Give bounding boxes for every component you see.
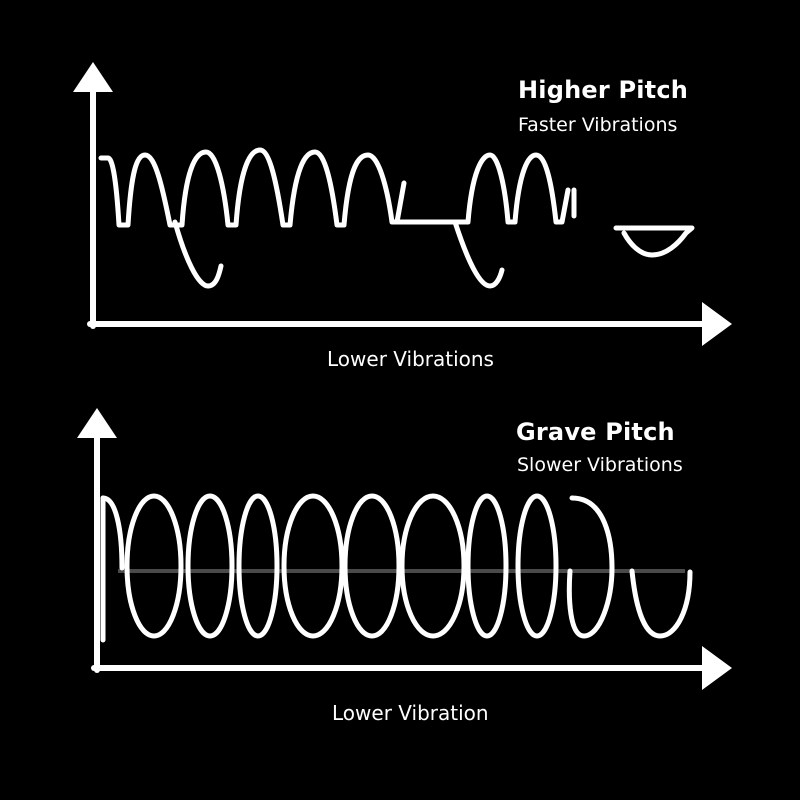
bottom-wave-loop-4 xyxy=(281,493,345,639)
top-y-axis-arrowhead xyxy=(73,62,113,92)
bottom-x-axis-caption: Lower Vibration xyxy=(332,701,489,725)
bottom-wave-loop-5 xyxy=(342,493,402,639)
bottom-wave-loop-2 xyxy=(185,493,235,639)
bottom-wave-loop-1 xyxy=(124,493,184,639)
bottom-waveform-edge-left xyxy=(100,495,125,571)
bottom-panel-subtitle: Slower Vibrations xyxy=(517,454,683,476)
bottom-waveform-end-tail xyxy=(629,568,693,639)
top-panel-title: Higher Pitch xyxy=(518,76,689,104)
bottom-y-axis-arrowhead xyxy=(77,408,117,438)
top-x-axis-arrowhead xyxy=(702,302,732,346)
bottom-panel xyxy=(77,408,732,690)
bottom-wave-loop-6 xyxy=(399,493,467,639)
top-x-axis-caption: Lower Vibrations xyxy=(327,347,494,371)
top-waveform-high-frequency xyxy=(98,147,571,228)
bottom-wave-loop-8 xyxy=(515,493,559,639)
bottom-waveform-low-frequency xyxy=(100,493,693,643)
top-waveform-fading-cycle xyxy=(613,225,695,258)
top-waveform-underswing-left xyxy=(172,219,224,289)
top-panel-subtitle: Faster Vibrations xyxy=(518,114,678,136)
bottom-wave-loop-3 xyxy=(236,493,280,639)
top-waveform-underswing-middle xyxy=(394,180,407,225)
bottom-panel-title: Grave Pitch xyxy=(516,418,675,446)
bottom-wave-loop-7 xyxy=(465,493,509,639)
top-panel xyxy=(73,62,732,346)
bottom-waveform-end-arc xyxy=(566,495,615,639)
bottom-x-axis-arrowhead xyxy=(702,646,732,690)
top-waveform-underswing-right xyxy=(452,219,505,289)
